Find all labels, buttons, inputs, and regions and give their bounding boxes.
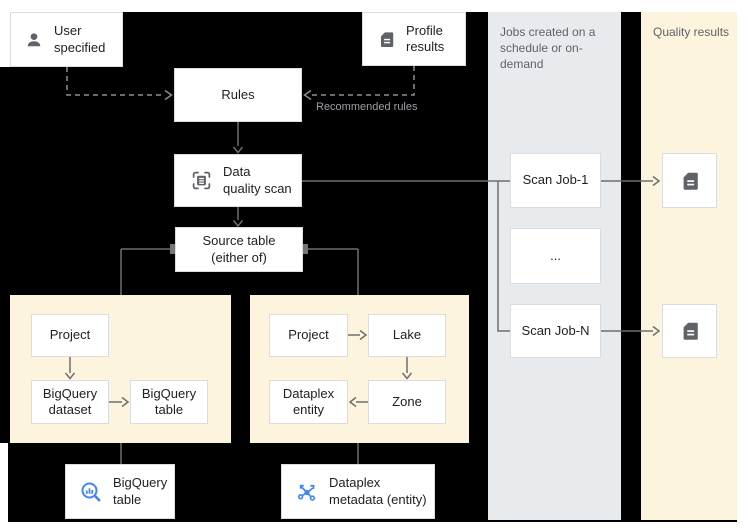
scan-job-1-node: Scan Job-1: [510, 153, 601, 208]
dp-project-label: Project: [288, 327, 329, 343]
scan-job-1-label: Scan Job-1: [522, 172, 589, 188]
bigquery-table-bottom-node: BigQuery table: [65, 464, 175, 519]
scan-job-ellipsis-label: ...: [550, 247, 561, 263]
recommended-rules-label: Recommended rules: [316, 101, 418, 113]
bq-project-node: Project: [31, 314, 109, 357]
data-quality-scan-label: Data quality scan: [223, 164, 292, 196]
background-notch: [0, 443, 8, 531]
profile-results-node: Profile results: [362, 12, 466, 66]
scan-job-n-node: Scan Job-N: [510, 304, 601, 358]
bq-table-node: BigQuery table: [130, 380, 208, 424]
data-quality-scan-node: Data quality scan: [174, 154, 302, 207]
dark-background: [0, 12, 737, 522]
bq-project-label: Project: [49, 327, 91, 343]
dp-entity-label: Dataplex entity: [282, 385, 335, 417]
quality-results-label: Quality results: [653, 25, 730, 39]
source-table-label: Source table (either of): [202, 233, 276, 265]
bq-dataset-label: BigQuery dataset: [42, 385, 98, 417]
scan-job-n-label: Scan Job-N: [521, 322, 590, 338]
profile-results-label: Profile results: [406, 22, 445, 54]
document-icon: [679, 320, 701, 342]
bq-table-label: BigQuery table: [141, 385, 197, 417]
source-table-node: Source table (either of): [175, 227, 303, 272]
bigquery-icon: [79, 480, 103, 504]
document-icon: [679, 170, 701, 192]
dataplex-icon: [295, 480, 319, 504]
user-specified-node: User specified: [10, 12, 123, 67]
dp-lake-node: Lake: [368, 314, 446, 357]
dataplex-metadata-bottom-label: Dataplex metadata (entity): [329, 475, 427, 507]
dataplex-metadata-bottom-node: Dataplex metadata (entity): [281, 464, 435, 519]
dp-entity-node: Dataplex entity: [269, 380, 348, 424]
bq-dataset-node: BigQuery dataset: [31, 380, 109, 424]
dp-zone-label: Zone: [392, 393, 422, 409]
quality-result-doc-1: [662, 153, 717, 208]
background-notch: [0, 12, 10, 67]
document-icon: [377, 30, 396, 49]
scan-job-ellipsis-node: ...: [510, 228, 601, 284]
quality-results-column: [641, 12, 737, 520]
scan-icon: [191, 170, 212, 191]
quality-result-doc-2: [662, 304, 717, 358]
bigquery-table-bottom-label: BigQuery table: [113, 475, 168, 507]
user-specified-label: User specified: [54, 23, 106, 55]
dp-project-node: Project: [269, 314, 348, 357]
dp-lake-label: Lake: [392, 327, 422, 343]
dp-zone-node: Zone: [368, 380, 446, 424]
person-icon: [24, 30, 44, 50]
jobs-column-label: Jobs created on a schedule or on-demand: [500, 25, 596, 72]
rules-node: Rules: [174, 68, 302, 122]
rules-label: Rules: [221, 86, 255, 102]
